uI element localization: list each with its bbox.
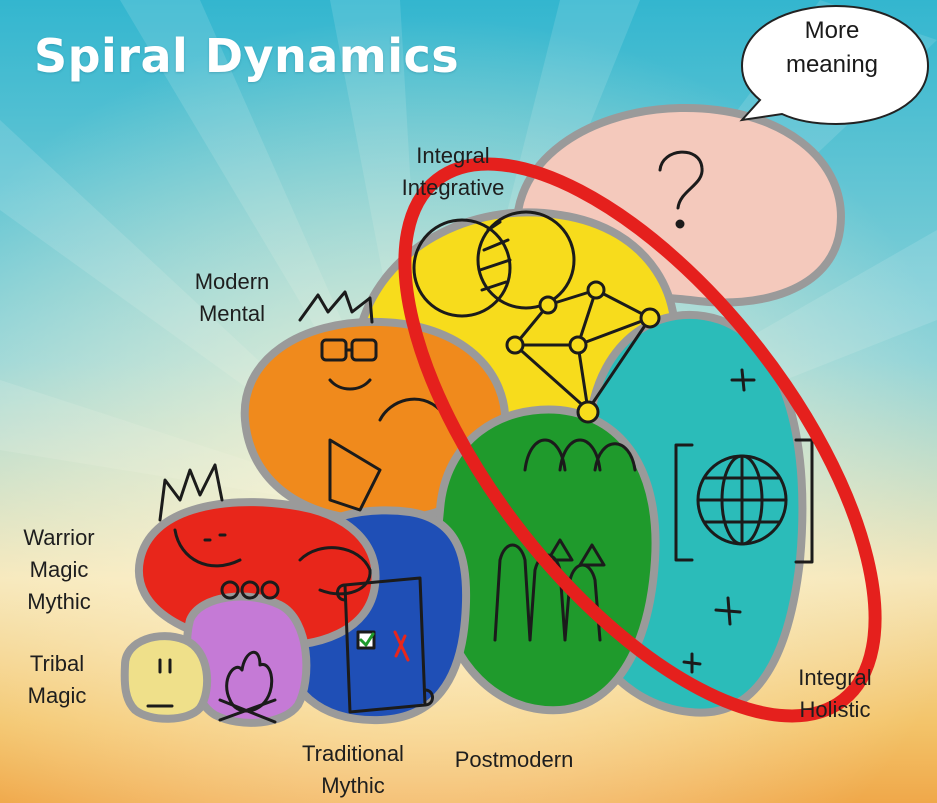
venn-diagram-icon xyxy=(412,210,576,318)
speech-bubble xyxy=(739,4,930,126)
beige-blob xyxy=(120,632,212,723)
tribal-face-icon xyxy=(146,658,174,708)
warrior-figure-icon xyxy=(158,463,372,600)
question-mark-icon xyxy=(658,150,704,229)
traditional-mythic-label: Traditional Mythic xyxy=(302,741,404,798)
more-meaning-callout: More meaning xyxy=(752,14,912,82)
highlight-ellipse xyxy=(398,157,882,723)
callout-line-1: More xyxy=(804,17,860,44)
warrior-magic-mythic-label: Warrior Magic Mythic xyxy=(23,525,95,614)
globe-icon xyxy=(674,368,814,674)
integral-integrative-label: Integral Integrative xyxy=(401,143,505,200)
callout-line-2: meaning xyxy=(785,51,879,78)
scroll-icon xyxy=(336,576,434,714)
scientist-figure-icon xyxy=(298,290,442,512)
tribal-magic-label: Tribal Magic xyxy=(27,651,87,708)
postmodern-label: Postmodern xyxy=(454,747,574,772)
integral-holistic-label: Integral Holistic xyxy=(798,665,872,722)
diagram-title: Spiral Dynamics xyxy=(34,29,460,83)
network-icon xyxy=(505,280,661,424)
fire-icon xyxy=(218,651,277,724)
modern-mental-label: Modern Mental xyxy=(194,269,270,326)
